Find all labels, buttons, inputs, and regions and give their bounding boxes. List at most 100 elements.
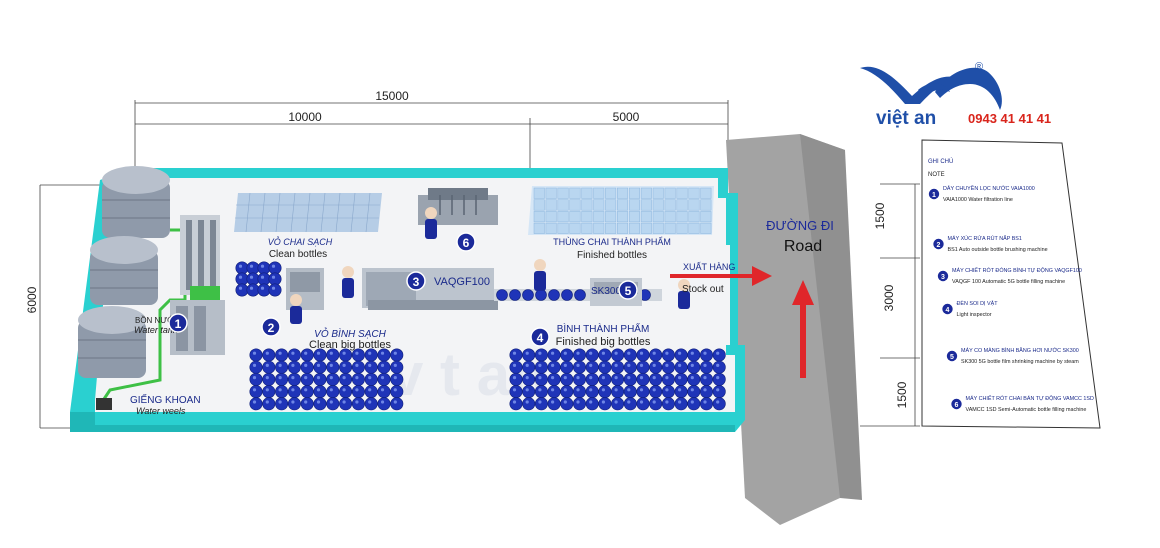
marker-4: 4 <box>530 327 550 347</box>
finished-big-bottle-cap <box>716 388 720 392</box>
finished-big-bottle <box>661 385 675 399</box>
note-item-en: SK300 5G bottle film shrinking machine b… <box>961 359 1079 365</box>
finished-big-bottle-cap <box>538 388 542 392</box>
finished-big-bottle-cap <box>601 400 606 404</box>
finished-box <box>581 211 593 223</box>
svg-text:1: 1 <box>175 317 182 331</box>
finished-box <box>581 199 593 211</box>
finished-box <box>688 222 700 234</box>
note-item-vn: MÁY CO MÀNG BÌNH BẰNG HƠI NƯỚC SK300 <box>961 346 1079 354</box>
finished-big-bottle <box>534 372 548 386</box>
finished-big-bottle-cap <box>703 400 707 404</box>
finished-big-bottle-cap <box>589 400 593 404</box>
finished-big-bottle <box>674 348 688 362</box>
clean-big-bottle <box>287 372 301 386</box>
finished-big-bottle-cap <box>576 351 580 355</box>
finished-box <box>652 187 664 199</box>
clean-big-bottle-cap <box>278 376 282 380</box>
note-item-marker <box>933 238 944 250</box>
note-item-en: VAQGF 100 Automatic 5G bottle filling ma… <box>952 279 1065 285</box>
clean-big-bottle <box>364 385 378 399</box>
finished-box <box>617 187 629 199</box>
svg-text:5: 5 <box>625 284 632 298</box>
finished-big-bottle <box>636 360 650 374</box>
finished-box <box>640 187 652 199</box>
finished-big-bottle-cap <box>538 400 542 404</box>
note-item-vn: MÁY CHIẾT RÓT ĐÓNG BÌNH TỰ ĐỘNG VAQGF100 <box>952 267 1082 274</box>
finished-big-vn: BÌNH THÀNH PHẨM <box>557 322 650 335</box>
finished-big-bottle <box>661 360 675 374</box>
clean-small-bottle <box>246 283 260 297</box>
finished-big-bottle-cap <box>639 351 644 355</box>
finished-big-bottle <box>572 372 586 386</box>
clean-big-bottle-cap <box>291 351 295 355</box>
finished-big-bottle <box>534 360 548 374</box>
machine-3-label: VAQGF100 <box>434 276 490 288</box>
conveyor-bottle <box>535 289 547 301</box>
note-item-number: 5 <box>950 354 954 361</box>
clean-big-bottle-cap <box>278 363 282 367</box>
dim-width-left: 6000 <box>25 286 39 313</box>
finished-big-bottle-cap <box>678 376 682 380</box>
finished-box <box>688 199 700 211</box>
conveyor-bottles <box>496 289 651 301</box>
finished-box <box>628 211 640 223</box>
clean-big-vn: VỎ BÌNH SẠCH <box>314 327 386 340</box>
finished-big-bottle-cap <box>690 351 694 355</box>
finished-big-bottle <box>585 360 599 374</box>
clean-big-bottle-cap <box>329 388 333 392</box>
clean-big-bottle <box>390 372 404 386</box>
marker-5: 5 <box>618 280 638 300</box>
clean-big-bottle <box>390 360 404 374</box>
finished-big-bottle <box>687 397 701 411</box>
finished-big-bottle-cap <box>601 388 606 392</box>
finished-big-bottle <box>585 348 599 362</box>
finished-box <box>557 187 569 199</box>
finished-box <box>640 199 652 211</box>
finished-big-bottle <box>534 385 548 399</box>
finished-box <box>688 187 700 199</box>
conveyor-bottle <box>496 289 508 301</box>
note-item-number: 4 <box>946 307 950 314</box>
clean-big-bottle <box>300 385 314 399</box>
finished-box <box>593 199 605 211</box>
finished-big-bottle-cap <box>525 363 529 367</box>
finished-big-bottle <box>522 385 536 399</box>
note-item-marker <box>951 398 962 410</box>
clean-bottles-vn: VỎ CHAI SẠCH <box>268 236 333 247</box>
finished-big-bottle <box>649 385 663 399</box>
clean-small-bottle <box>246 272 260 286</box>
finished-big-bottle <box>547 348 561 362</box>
clean-big-bottle <box>377 397 391 411</box>
finished-big-bottle-cap <box>665 388 669 392</box>
clean-big-bottle <box>249 348 263 362</box>
finished-big-bottle <box>636 348 650 362</box>
finished-big-bottle-cap <box>627 363 631 367</box>
finished-big-bottle <box>547 397 561 411</box>
finished-big-bottle <box>522 372 536 386</box>
finished-big-bottle <box>623 372 637 386</box>
machine-5-label: SK300 <box>591 286 621 297</box>
finished-box <box>545 187 557 199</box>
finished-big-bottle <box>598 348 612 362</box>
clean-small-bottle-cap <box>271 286 276 290</box>
finished-box <box>652 199 664 211</box>
finished-big-bottle-cap <box>627 400 631 404</box>
finished-big-bottle <box>560 348 574 362</box>
finished-box <box>545 211 557 223</box>
finished-big-bottle <box>687 372 701 386</box>
clean-big-bottle <box>326 385 340 399</box>
finished-box <box>628 199 640 211</box>
clean-bottle-pallet <box>234 192 382 233</box>
finished-box <box>533 211 545 223</box>
finished-big-bottle-cap <box>525 351 529 355</box>
finished-box <box>617 222 629 234</box>
clean-big-bottle <box>339 360 353 374</box>
finished-big-bottle-cap <box>665 400 669 404</box>
finished-big-bottle-cap <box>652 351 656 355</box>
finished-big-bottle-cap <box>703 388 707 392</box>
clean-big-bottle-cap <box>278 388 282 392</box>
tank-1 <box>102 166 170 238</box>
clean-big-bottle <box>313 372 327 386</box>
